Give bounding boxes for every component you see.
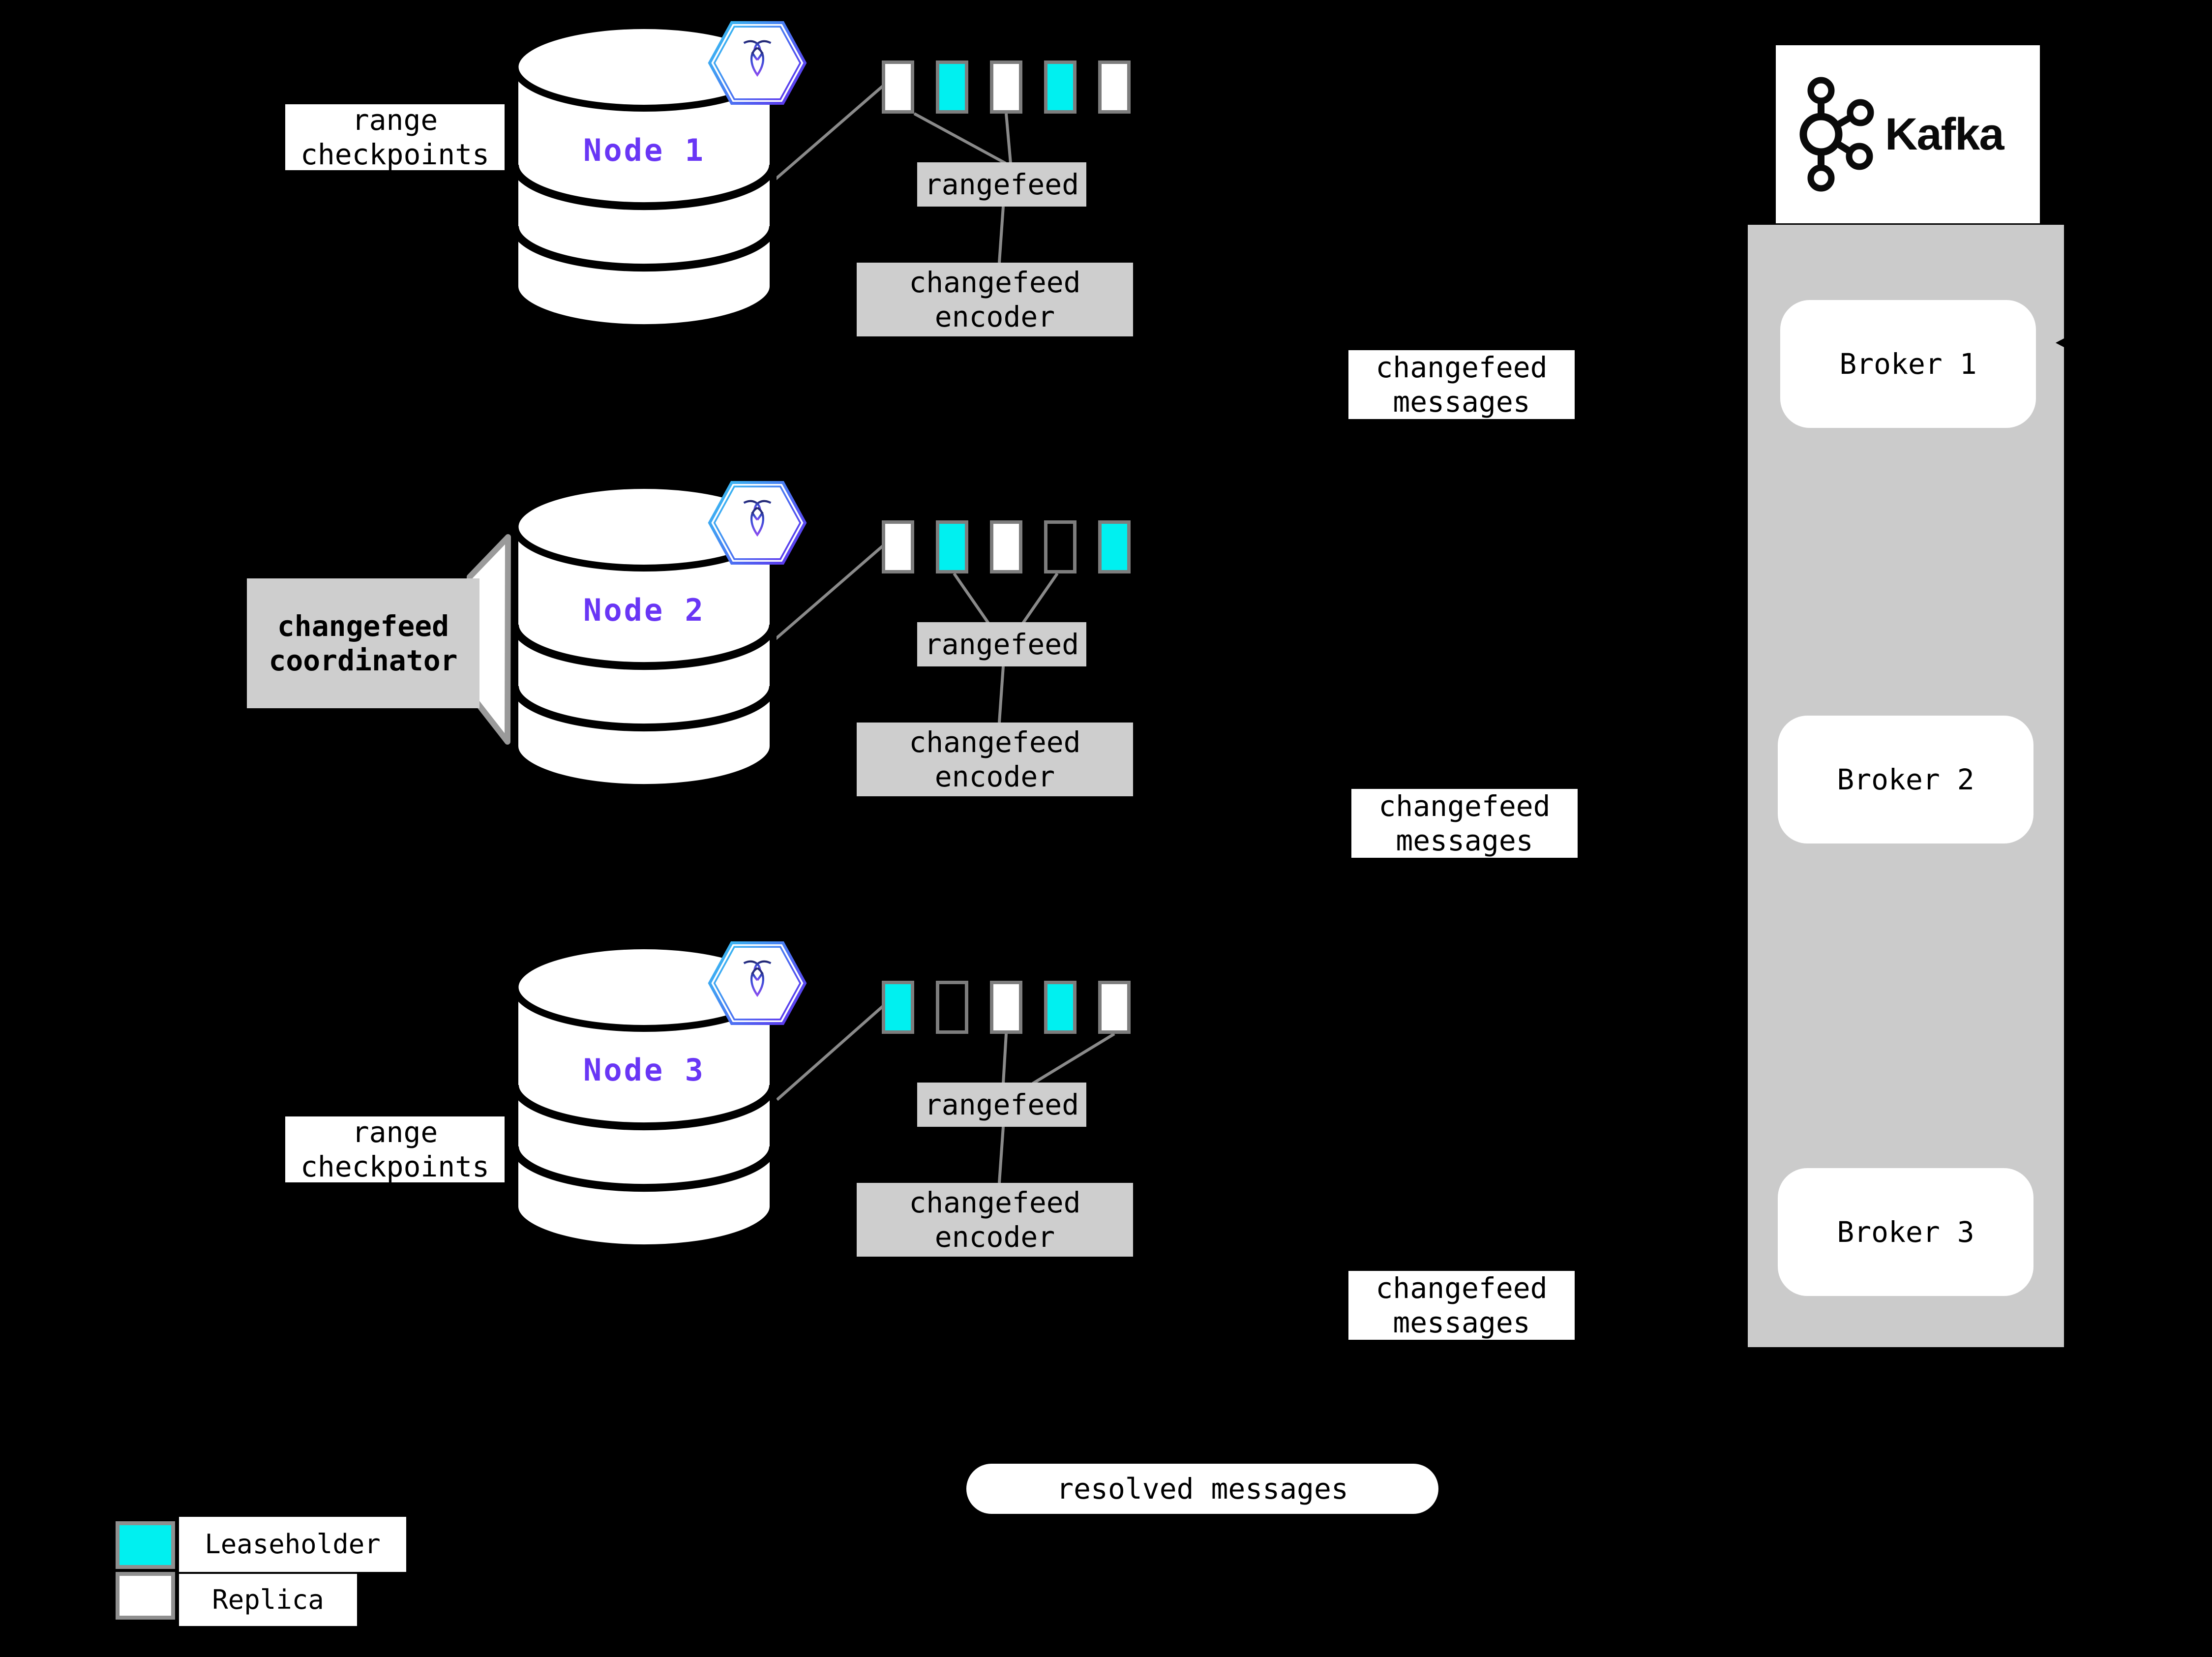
connector-range1-to-rangefeed-1	[913, 112, 1007, 165]
range-leaseholder	[936, 60, 968, 114]
changefeed-encoder-box-1: changefeed encoder	[857, 263, 1133, 336]
connector-rangefeed3-to-encoder3	[998, 1126, 1005, 1183]
legend-replica-label: Replica	[179, 1574, 357, 1626]
range-checkpoints-text: range checkpoints	[300, 1115, 490, 1183]
connector-node2-to-range	[774, 544, 884, 641]
node-1-cylinder	[511, 22, 777, 331]
range-replica	[990, 60, 1022, 114]
changefeed-arrowhead-icon	[2056, 338, 2065, 348]
kafka-broker-3: Broker 3	[1778, 1168, 2033, 1296]
changefeed-messages-text: changefeed messages	[1375, 351, 1548, 419]
range-checkpoints-text: range checkpoints	[300, 103, 490, 171]
node-1-label: Node 1	[546, 132, 743, 168]
node-2-text: Node 2	[583, 592, 705, 628]
connector-lines	[774, 85, 1115, 1183]
connector-range2-to-rangefeed-2	[953, 572, 990, 624]
connector-range3-to-rangefeed-3	[1002, 1033, 1008, 1084]
range-replica	[990, 981, 1022, 1034]
changefeed-messages-text: changefeed messages	[1375, 1271, 1548, 1339]
node-2-cylinder	[511, 482, 777, 791]
broker-1-label: Broker 1	[1839, 347, 1977, 381]
range-replica	[882, 60, 914, 114]
kafka-logo-icon	[1799, 77, 1874, 192]
node-3-label: Node 3	[546, 1052, 743, 1088]
rangefeed-box-3: rangefeed	[917, 1083, 1086, 1127]
range-empty	[936, 981, 968, 1034]
range-replica	[1098, 60, 1131, 114]
rangefeed-text: rangefeed	[924, 1088, 1079, 1121]
changefeed-coordinator-label: changefeed coordinator	[247, 578, 479, 708]
kafka-wordmark: Kafka	[1885, 109, 2004, 159]
connector-range4-to-rangefeed-2	[1021, 572, 1059, 624]
range-replica	[882, 520, 914, 573]
rangefeed-box-1: rangefeed	[917, 162, 1086, 207]
changefeed-messages-label-2: changefeed messages	[1351, 789, 1578, 858]
changefeed-coordinator-text: changefeed coordinator	[269, 609, 458, 677]
rangefeed-text: rangefeed	[924, 168, 1079, 201]
kafka-broker-2: Broker 2	[1778, 716, 2033, 844]
resolved-messages-pill: resolved messages	[966, 1464, 1438, 1514]
changefeed-encoder-box-2: changefeed encoder	[857, 723, 1133, 796]
range-leaseholder	[1044, 981, 1076, 1034]
connector-rangefeed1-to-encoder1	[998, 206, 1005, 263]
legend-leaseholder-swatch	[116, 1521, 175, 1569]
range-leaseholder	[1044, 60, 1076, 114]
cockroachdb-logo-icon	[708, 21, 807, 105]
legend-replica-swatch	[116, 1572, 175, 1620]
range-replica	[990, 520, 1022, 573]
range-checkpoints-label-top: range checkpoints	[285, 103, 505, 171]
legend-leaseholder-label: Leaseholder	[179, 1517, 406, 1572]
cockroachdb-logo-icon	[708, 941, 807, 1025]
rangefeed-text: rangefeed	[924, 628, 1079, 661]
changefeed-encoder-text: changefeed encoder	[909, 266, 1081, 333]
changefeed-messages-label-1: changefeed messages	[1348, 350, 1575, 419]
range-replica	[1098, 981, 1131, 1034]
range-leaseholder	[1098, 520, 1131, 573]
resolved-messages-text: resolved messages	[1056, 1472, 1348, 1506]
range-leaseholder	[882, 981, 914, 1034]
rangefeed-box-2: rangefeed	[917, 622, 1086, 666]
connector-node1-to-range	[774, 85, 884, 181]
connector-range5-to-rangefeed-3	[1032, 1032, 1115, 1085]
node-3-text: Node 3	[583, 1052, 705, 1088]
range-checkpoints-label-bottom: range checkpoints	[285, 1115, 505, 1183]
connector-rangefeed2-to-encoder2	[998, 666, 1005, 723]
broker-2-label: Broker 2	[1837, 763, 1974, 796]
connector-node3-to-range	[776, 1005, 884, 1101]
changefeed-encoder-text: changefeed encoder	[909, 1186, 1081, 1254]
legend-leaseholder-text: Leaseholder	[205, 1529, 381, 1560]
cockroachdb-logo-icon	[708, 481, 807, 565]
node-2-label: Node 2	[546, 592, 743, 628]
changefeed-encoder-text: changefeed encoder	[909, 725, 1081, 793]
changefeed-encoder-box-3: changefeed encoder	[857, 1183, 1133, 1257]
changefeed-messages-text: changefeed messages	[1378, 789, 1551, 857]
broker-3-label: Broker 3	[1837, 1215, 1974, 1249]
kafka-broker-1: Broker 1	[1780, 300, 2036, 428]
node-3-cylinder	[511, 942, 777, 1252]
connector-range3-to-rangefeed-1	[1005, 113, 1012, 164]
node-1-text: Node 1	[583, 132, 705, 168]
legend-replica-text: Replica	[212, 1584, 324, 1615]
range-empty	[1044, 520, 1076, 573]
range-leaseholder	[936, 520, 968, 573]
changefeed-messages-label-3: changefeed messages	[1348, 1271, 1575, 1340]
